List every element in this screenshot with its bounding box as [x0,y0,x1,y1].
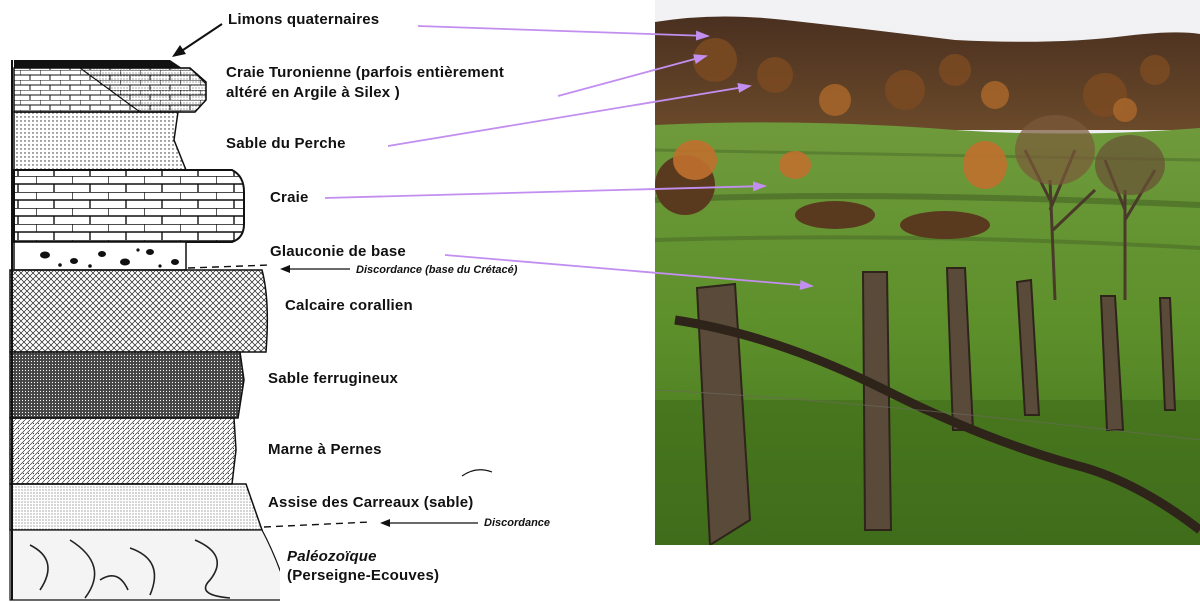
stratigraphic-column [9,23,280,601]
layer-marne-pernes [9,417,237,485]
landscape-photo [655,0,1200,545]
label-sable-perche: Sable du Perche [226,135,346,152]
layer-sable-perche [13,111,188,171]
layer-sable-ferrugineux [9,351,245,419]
glauconie-pebbles [40,248,179,268]
label-marne-pernes: Marne à Pernes [268,441,382,458]
label-perseigne-ecouves: (Perseigne-Ecouves) [287,567,440,584]
layer-craie [13,169,245,243]
paleozoique-folds [29,539,231,599]
label-paleozoique: Paléozoïque [287,548,377,565]
label-limons: Limons quaternaires [228,11,380,28]
label-assise-carreaux: Assise des Carreaux (sable) [268,494,474,511]
label-craie-turonienne-line1: Craie Turonienne (parfois entièrement [226,64,505,81]
label-glauconie: Glauconie de base [270,243,406,260]
limons-arrow [179,23,223,53]
layer-paleozoique [9,529,280,601]
label-discordance: Discordance [484,517,551,529]
label-discordance-cretace: Discordance (base du Crétacé) [356,264,518,276]
label-craie: Craie [270,189,309,206]
label-calcaire-corallien: Calcaire corallien [285,297,413,314]
discordance-markers [187,264,493,528]
layer-calcaire-corallien [9,269,269,353]
label-sable-ferrugineux: Sable ferrugineux [268,370,399,387]
label-craie-turonienne-line2: altéré en Argile à Silex ) [226,84,400,101]
